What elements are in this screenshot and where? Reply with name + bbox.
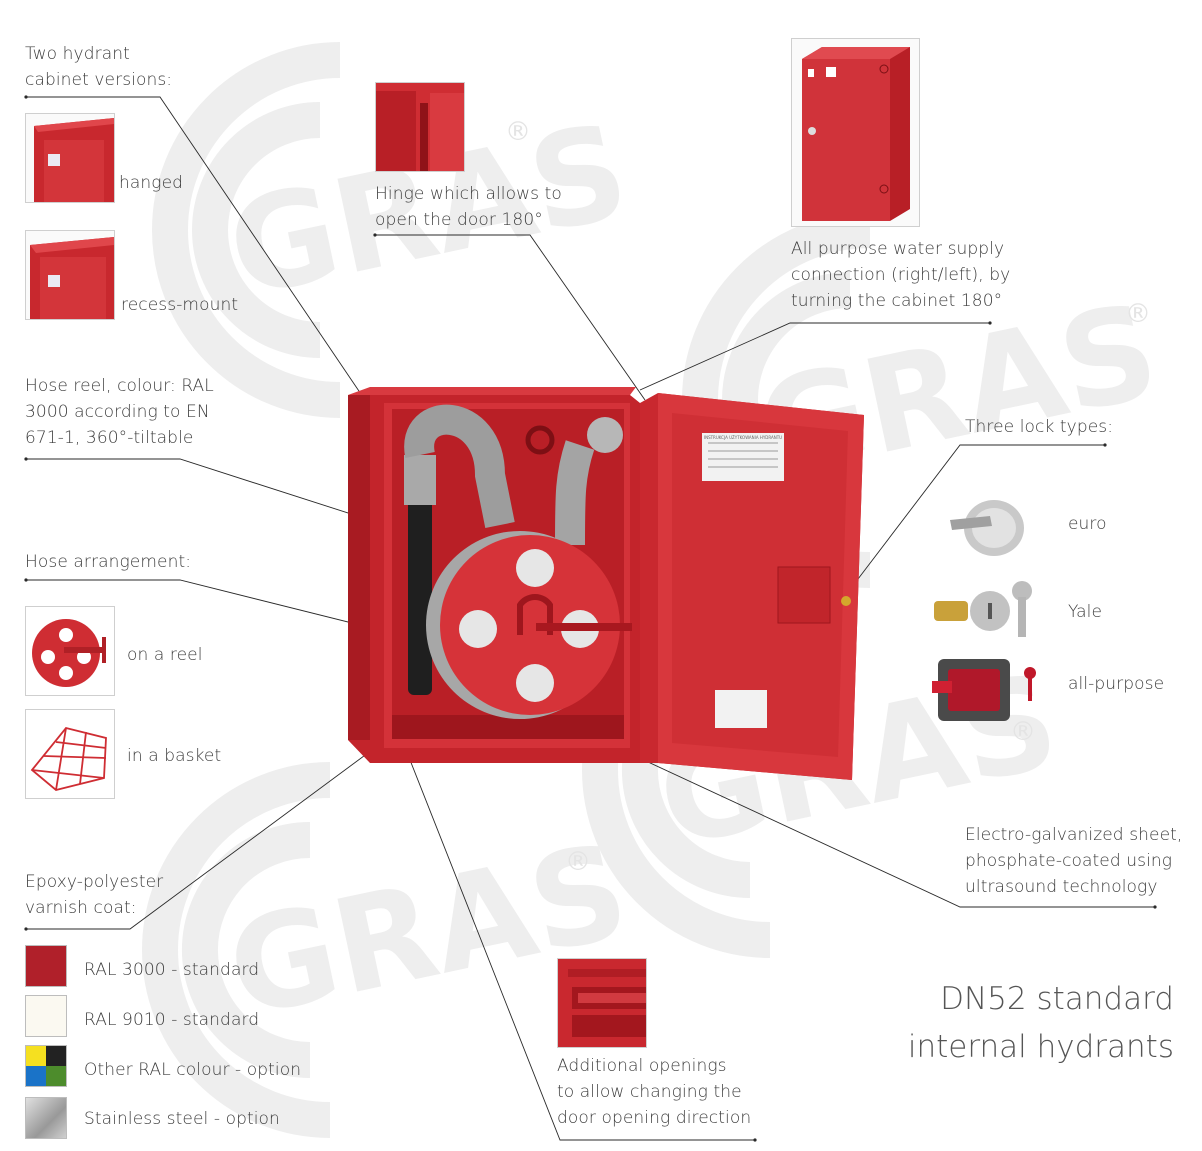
coat-item-label: RAL 3000 - standard (84, 960, 260, 980)
page-title: DN52 standard internal hydrants (907, 981, 1174, 1065)
all-purpose-lock-icon (932, 659, 1036, 721)
hanged-label: hanged (119, 173, 184, 193)
basket-label: in a basket (127, 746, 222, 766)
coat-item-label: Other RAL colour - option (84, 1060, 302, 1080)
water-supply-thumbnail (791, 38, 920, 227)
euro-label: euro (1068, 514, 1107, 534)
svg-text:INSTRUKCJA UŻYTKOWANIA HYDRANT: INSTRUKCJA UŻYTKOWANIA HYDRANTU (704, 435, 782, 440)
recess-cabinet-icon (26, 231, 114, 319)
hinge-text: Hinge which allows to open the door 180° (375, 184, 562, 230)
arrangement-heading: Hose arrangement: (25, 552, 192, 572)
hanged-cabinet-thumbnail (25, 113, 115, 203)
sheet-text: Electro-galvanized sheet, phosphate-coat… (965, 825, 1183, 897)
hose-reel-text: Hose reel, colour: RAL 3000 according to… (25, 376, 214, 448)
hinge-thumbnail (375, 82, 465, 172)
yale-label: Yale (1068, 602, 1103, 622)
locks-heading: Three lock types: (965, 417, 1114, 437)
coat-item-label: Stainless steel - option (84, 1109, 280, 1129)
other-ral-swatch (25, 1045, 67, 1087)
all-purpose-label: all-purpose (1068, 674, 1165, 694)
reel-thumbnail (25, 606, 115, 696)
openings-thumbnail (557, 958, 647, 1048)
reel-icon (32, 619, 106, 687)
recess-label: recess-mount (121, 295, 239, 315)
coat-heading: Epoxy-polyester varnish coat: (25, 872, 164, 918)
ral-9010-swatch (25, 995, 67, 1037)
euro-lock-icon (950, 500, 1024, 556)
recess-cabinet-thumbnail (25, 230, 115, 320)
hinge-icon (376, 83, 464, 171)
ral-3000-swatch (25, 945, 67, 987)
water-supply-text: All purpose water supply connection (rig… (791, 239, 1011, 311)
yale-lock-icon (934, 581, 1032, 637)
basket-thumbnail (25, 709, 115, 799)
openings-icon (558, 959, 646, 1047)
stainless-swatch (25, 1097, 67, 1139)
coat-item-label: RAL 9010 - standard (84, 1010, 260, 1030)
basket-icon (30, 726, 107, 791)
cabinet-rotated-icon (792, 39, 919, 226)
hydrant-cabinet-illustration: INSTRUKCJA UŻYTKOWANIA HYDRANTU (348, 387, 864, 780)
on-reel-label: on a reel (127, 645, 203, 665)
openings-text: Additional openings to allow changing th… (557, 1056, 752, 1128)
versions-heading: Two hydrant cabinet versions: (25, 44, 173, 90)
hanged-cabinet-icon (26, 114, 114, 202)
